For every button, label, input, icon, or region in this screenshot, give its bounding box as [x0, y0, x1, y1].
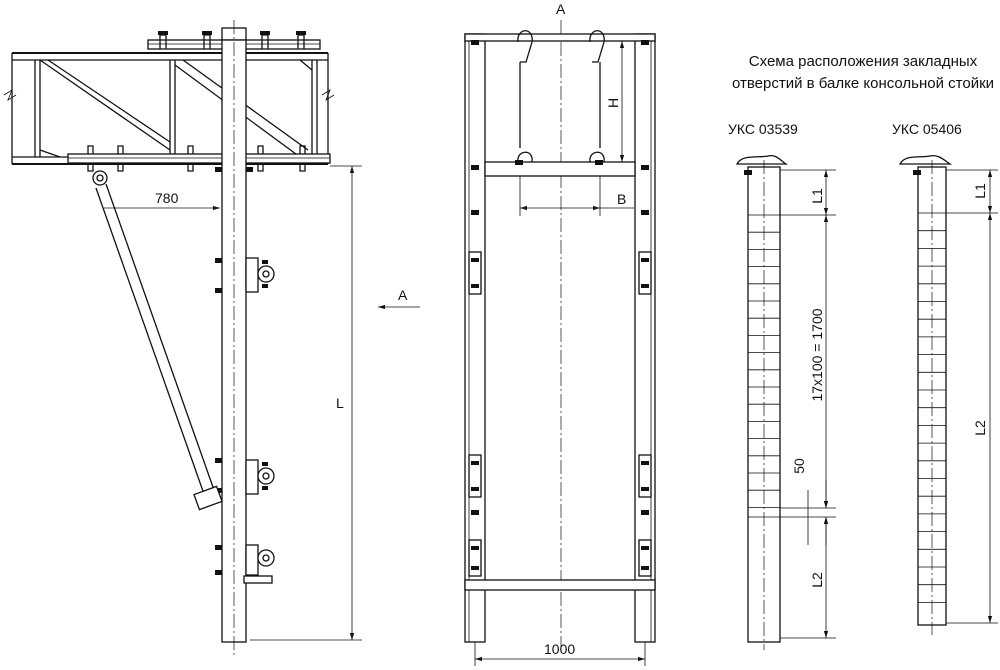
beam-left: [735, 154, 789, 650]
vertical-post: [215, 20, 253, 655]
dim-B: B: [519, 176, 634, 216]
schema-title-line1: Схема расположения закладных: [749, 53, 978, 70]
dim-L-label: L: [336, 395, 344, 411]
dim-1000: 1000: [474, 641, 646, 666]
beam-left-dimensions: L1 17x100 = 1700 50 L2: [780, 169, 836, 639]
view-arrow-A: A: [378, 287, 420, 310]
front-upper-crossbar: [484, 161, 636, 177]
front-view: A: [464, 1, 656, 666]
front-clamps: [468, 251, 652, 577]
bracket-middle: [245, 459, 275, 495]
front-top-crossbar: [464, 33, 656, 42]
dim-H-label: H: [605, 98, 621, 108]
beam-left-name: УКС 03539: [728, 121, 798, 137]
bottom-clamp-plate: [67, 145, 331, 172]
front-bottom-crossbar: [464, 579, 656, 591]
beam-right-dimensions: L1 L2: [946, 169, 998, 624]
dim-L1-left-label: L1: [809, 188, 825, 204]
u-bolts: [515, 30, 605, 165]
dim-H: H: [605, 40, 632, 163]
beam-right: [898, 154, 953, 635]
dim-1000-label: 1000: [544, 641, 575, 657]
side-view: 780 L A: [3, 20, 420, 655]
dim-L: L: [250, 165, 362, 641]
view-A-title: A: [556, 1, 566, 17]
schema-title-line2: отверстий в балке консольной стойки: [732, 75, 994, 92]
front-post-holes: [471, 40, 649, 515]
dim-L2-left-label: L2: [809, 572, 825, 588]
dim-L2-right-label: L2: [972, 420, 988, 436]
bracket-lower: [243, 544, 275, 584]
truss-frame: [3, 52, 335, 165]
bracket-upper: [245, 257, 275, 293]
dim-50-label: 50: [791, 458, 807, 474]
dim-L1-right-label: L1: [972, 183, 988, 199]
dim-B-label: B: [617, 191, 626, 207]
diagonal-strut: [92, 170, 223, 511]
dim-780: 780: [104, 190, 220, 211]
view-arrow-A-label: A: [398, 287, 408, 303]
hole-schema: Схема расположения закладных отверстий в…: [728, 53, 998, 650]
dim-780-label: 780: [155, 190, 179, 206]
dim-1700-label: 17x100 = 1700: [809, 308, 825, 401]
beam-right-name: УКС 05406: [892, 121, 962, 137]
